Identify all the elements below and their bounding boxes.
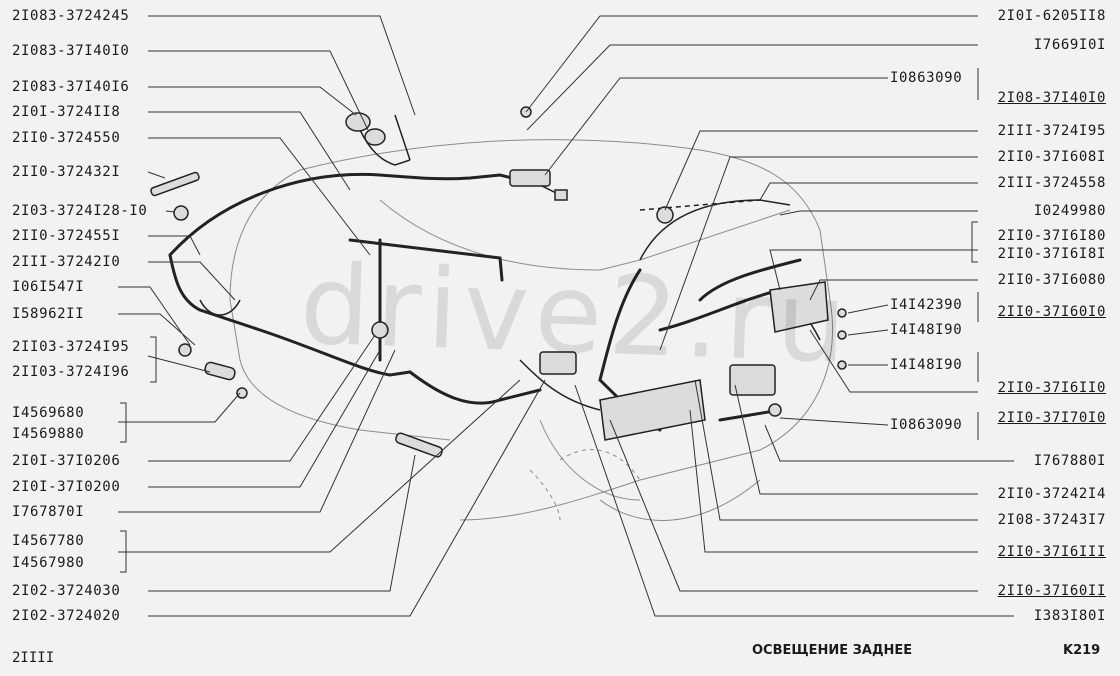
grommet-icon [150,171,200,197]
watermark: drive2.ru [297,240,855,388]
part-label: 2II03-3724I95 [12,339,130,355]
part-label: 2II0-372432I [12,164,121,180]
part-label: 2II0-37I6I80 [997,228,1106,244]
part-label: 2II0-37I60I0 [997,304,1106,320]
switch-icon [345,112,371,132]
part-label: 2III-37242I0 [12,254,121,270]
screw-icon [837,330,847,340]
part-label: I4567780 [12,533,85,549]
bolt-icon [204,361,236,381]
part-label: I767870I [12,504,85,520]
part-label: I767880I [1033,453,1106,469]
part-label: 2I0I-6205II8 [997,8,1106,24]
left-tail-lamp-icon [599,379,706,441]
license-plate-lamp-icon [539,351,577,375]
part-label: I4I42390 [890,297,963,313]
part-label: 2II0-37I6I8I [997,246,1106,262]
clip-icon [236,387,248,399]
assembly-code: 2IIII [12,650,55,666]
part-label: 2I03-3724I28-I0 [12,203,148,219]
lamp-board-icon [729,364,776,396]
leader-lines [118,15,1014,617]
part-label: 2II0-372455I [12,228,121,244]
spring-icon [656,206,674,224]
part-label: 2I083-3724245 [12,8,130,24]
bolt-icon [768,403,782,417]
part-label: 2I02-3724020 [12,608,121,624]
page-title: ОСВЕЩЕНИЕ ЗАДНЕЕ [752,643,913,658]
part-label: 2I08-37243I7 [997,512,1106,528]
right-tail-lamp-icon [769,281,829,333]
part-label: I4I48I90 [890,357,963,373]
part-label: 2II03-3724I96 [12,364,130,380]
part-label: 2I0I-3724II8 [12,104,121,120]
part-label: 2II0-37I70I0 [997,410,1106,426]
part-label: 2I083-37I40I6 [12,79,130,95]
part-label: I4569880 [12,426,85,442]
part-label: 2II0-37I6II0 [997,380,1106,396]
part-label: 2II0-37I60II [997,583,1106,599]
part-label: 2I083-37I40I0 [12,43,130,59]
part-label: 2I08-37I40I0 [997,90,1106,106]
part-label: I7669I0I [1033,37,1106,53]
part-label: 2I0I-37I0200 [12,479,121,495]
page-number: K219 [1063,643,1101,658]
part-label: 2I0I-37I0206 [12,453,121,469]
nut-icon [837,360,847,370]
components [150,106,847,458]
part-label: I383I80I [1033,608,1106,624]
part-label: 2III-3724558 [997,175,1106,191]
part-label: I58962II [12,306,85,322]
connector-icon [554,189,568,201]
part-label: 2II0-37I6III [997,544,1106,560]
screw-icon [837,308,847,318]
grommet-round-icon [173,205,189,221]
part-label: I4569680 [12,405,85,421]
part-label: I4I48I90 [890,322,963,338]
part-label: 2II0-37I6080 [997,272,1106,288]
part-label: 2II0-3724550 [12,130,121,146]
bulb-socket-icon [371,321,389,339]
bulb-holder-icon [364,128,386,146]
part-label: I06I547I [12,279,85,295]
part-label: 2II0-37I608I [997,149,1106,165]
part-label: 2II0-37242I4 [997,486,1106,502]
part-label: 2III-3724I95 [997,123,1106,139]
part-label: 2I02-3724030 [12,583,121,599]
lamp-cover-icon [395,432,443,458]
license-lamp-icon [509,169,551,187]
part-label: I0249980 [1033,203,1106,219]
part-label: I0863090 [890,70,963,86]
group-brackets [120,68,979,573]
clip-icon [178,343,192,357]
part-label: I4567980 [12,555,85,571]
part-label: I0863090 [890,417,963,433]
